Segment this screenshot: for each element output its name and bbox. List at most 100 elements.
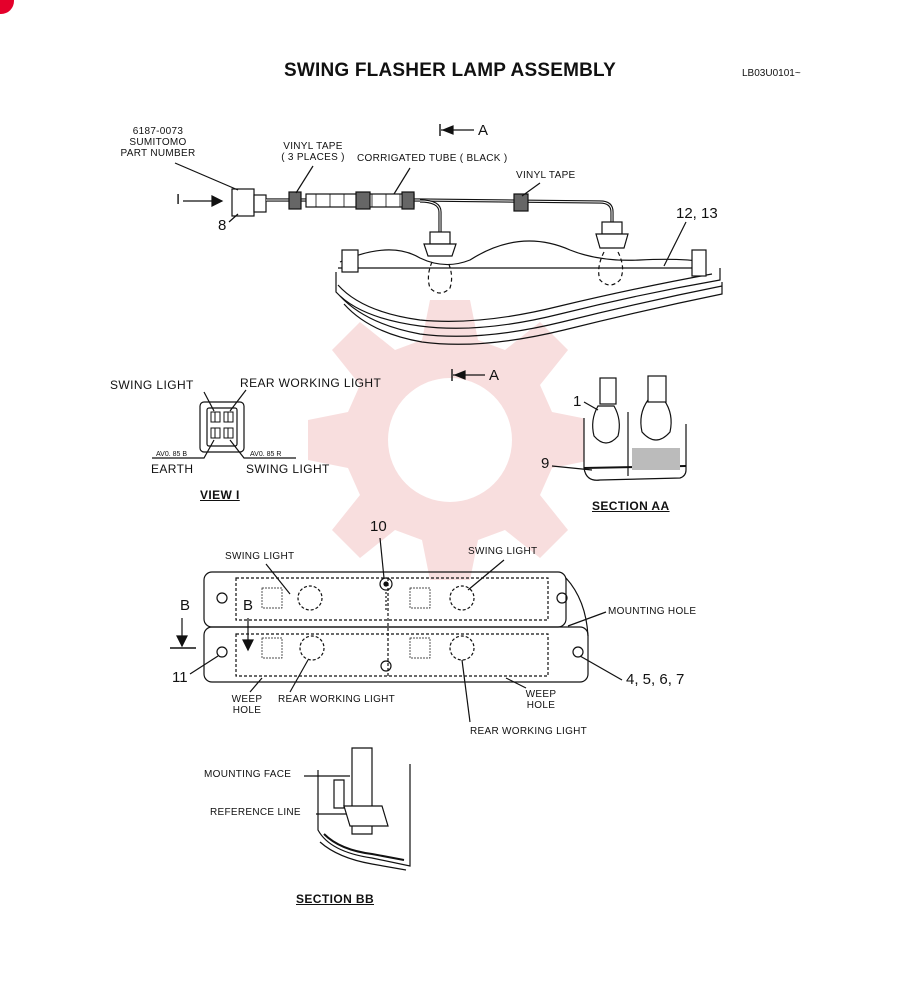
socket-right bbox=[595, 221, 629, 249]
corrugated-ribs bbox=[315, 194, 401, 207]
weep-hole-right: WEEP HOLE bbox=[516, 689, 566, 711]
arrow-b-inner-head bbox=[242, 639, 254, 652]
view-i-connector-inner bbox=[206, 407, 238, 447]
vinyl-tape-1 bbox=[288, 191, 302, 210]
screw-10-center bbox=[383, 581, 389, 587]
bracket-left bbox=[341, 249, 359, 273]
view-i-caption: VIEW I bbox=[200, 488, 240, 502]
arrow-b-inner-label: B bbox=[243, 597, 254, 614]
callout-1: 1 bbox=[573, 393, 582, 410]
lamp-housing bbox=[339, 240, 707, 266]
view-i-earth: EARTH bbox=[151, 462, 194, 476]
vinyl-tape-3 bbox=[401, 191, 415, 210]
front-lens-lower bbox=[235, 633, 549, 677]
section-bb-body bbox=[317, 764, 411, 867]
section-bb-clip bbox=[343, 805, 389, 827]
front-rear-working-light-right: REAR WORKING LIGHT bbox=[470, 726, 588, 737]
leader-8 bbox=[228, 213, 239, 223]
leader-rear-right bbox=[461, 659, 471, 723]
leader-corrugated bbox=[393, 167, 411, 195]
arrow-i-label: I bbox=[176, 191, 181, 208]
section-bb-caption: SECTION BB bbox=[296, 892, 375, 906]
callout-9: 9 bbox=[541, 455, 550, 472]
arrow-a-top-label: A bbox=[478, 122, 489, 139]
leader-12-13 bbox=[663, 221, 687, 267]
section-aa-bulb-left bbox=[592, 405, 620, 444]
leader-rear-left bbox=[289, 659, 309, 693]
callout-11: 11 bbox=[172, 669, 188, 686]
arrow-b-label: B bbox=[180, 597, 191, 614]
lamp-lens-bottom bbox=[343, 282, 723, 345]
weep-hole-left-line-1: WEEP bbox=[231, 694, 263, 705]
lamp-lens-mid bbox=[337, 273, 713, 322]
connector-8-latch bbox=[253, 194, 267, 213]
leader-view-i-swing-bottom bbox=[229, 439, 296, 459]
leader-view-i-earth bbox=[152, 439, 215, 459]
bulb-right bbox=[598, 251, 624, 286]
lamp-lens-inner bbox=[339, 285, 723, 337]
vinyl-tape-label: VINYL TAPE bbox=[516, 170, 576, 181]
arrow-i-head bbox=[211, 195, 224, 207]
vinyl-tape-2 bbox=[355, 191, 371, 210]
vinyl-tape-3-line-2: ( 3 PLACES ) bbox=[281, 152, 345, 163]
leader-swing-left bbox=[265, 563, 291, 595]
mount-hole-right-lower bbox=[572, 646, 584, 658]
wire-harness-inner bbox=[266, 199, 613, 222]
bulb-rear-left bbox=[299, 635, 325, 661]
drawing-code: LB03U0101~ bbox=[742, 68, 801, 79]
section-aa-socket-right bbox=[647, 375, 667, 403]
section-aa-socket-left bbox=[599, 377, 617, 405]
mount-hole-left-upper bbox=[216, 592, 228, 604]
leader-10 bbox=[379, 537, 385, 579]
leader-11 bbox=[189, 655, 219, 675]
leader-weep-left bbox=[249, 677, 263, 693]
leader-mounting-hole bbox=[567, 611, 607, 627]
bracket-right bbox=[691, 249, 707, 277]
bulb-left bbox=[427, 261, 453, 294]
leader-vinyl-3 bbox=[295, 165, 314, 194]
connector-8 bbox=[231, 188, 255, 217]
view-i-swing-light-top: SWING LIGHT bbox=[110, 378, 194, 392]
vinyl-tape-4 bbox=[513, 193, 529, 212]
wire-branch-inner bbox=[419, 200, 441, 232]
front-housing-upper bbox=[203, 571, 567, 628]
part-number-label: 6187-0073 SUMITOMO PART NUMBER bbox=[118, 126, 198, 159]
weep-hole-right-line-1: WEEP bbox=[525, 689, 557, 700]
weep-hole-right-line-2: HOLE bbox=[526, 700, 556, 711]
mounting-face-label: MOUNTING FACE bbox=[204, 769, 292, 780]
weep-hole-left-line-2: HOLE bbox=[232, 705, 262, 716]
section-bb-lens-2 bbox=[319, 841, 407, 871]
view-i-rear-working-light: REAR WORKING LIGHT bbox=[240, 376, 382, 390]
callout-8: 8 bbox=[218, 217, 227, 234]
page-title: SWING FLASHER LAMP ASSEMBLY bbox=[284, 60, 616, 81]
front-lens-upper bbox=[235, 577, 549, 621]
front-swing-light-left: SWING LIGHT bbox=[225, 551, 295, 562]
callout-12-13: 12, 13 bbox=[676, 205, 718, 222]
callout-10: 10 bbox=[370, 518, 387, 535]
leader-9 bbox=[551, 465, 593, 471]
section-aa-bulb-right bbox=[640, 399, 672, 441]
leader-4-7 bbox=[579, 655, 623, 681]
leader-weep-right bbox=[505, 677, 527, 689]
section-aa-shade bbox=[632, 448, 680, 470]
front-housing-lower bbox=[203, 626, 589, 683]
bulb-swing-left bbox=[297, 585, 323, 611]
vinyl-tape-3-line-1: VINYL TAPE bbox=[283, 141, 343, 152]
corrugated-tube-label: CORRIGATED TUBE ( BLACK ) bbox=[357, 153, 508, 164]
callout-4-7: 4, 5, 6, 7 bbox=[626, 671, 685, 688]
mount-hole-left-lower bbox=[216, 646, 228, 658]
arrow-a-mid-head bbox=[453, 370, 466, 380]
lamp-lens-outer bbox=[335, 268, 721, 329]
part-number-line-1: 6187-0073 bbox=[132, 126, 184, 137]
weep-hole-left: WEEP HOLE bbox=[222, 694, 272, 716]
screw-10-icon bbox=[379, 577, 393, 591]
view-i-wire-left: AV0. 85 B bbox=[156, 451, 188, 458]
screw-10b-icon bbox=[380, 660, 392, 672]
section-aa-caption: SECTION AA bbox=[592, 499, 670, 513]
watermark-gear-icon bbox=[308, 300, 592, 580]
leader-vinyl bbox=[521, 182, 541, 197]
leader-part-number bbox=[174, 162, 239, 191]
arrow-b-head bbox=[176, 635, 188, 648]
leader-swing-right bbox=[467, 559, 505, 591]
leader-1 bbox=[583, 401, 599, 411]
